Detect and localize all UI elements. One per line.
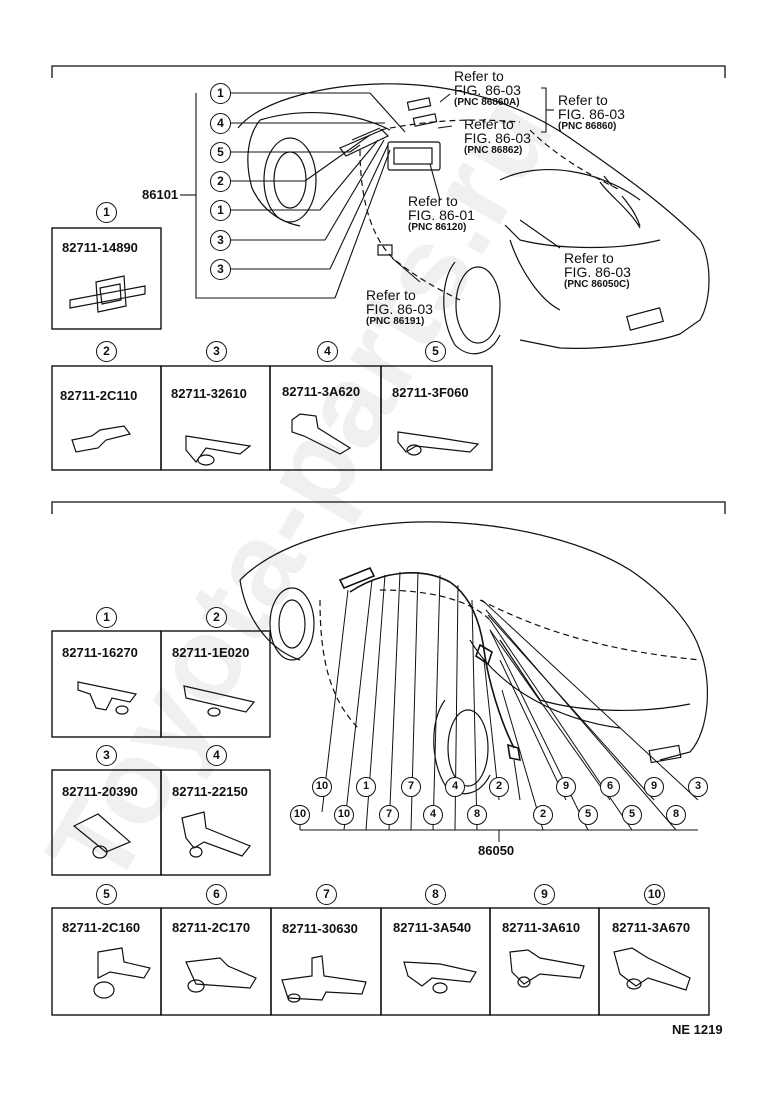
reference-fig: FIG. 86-03 — [454, 82, 521, 98]
upper-part-index-2: 2 — [96, 341, 117, 362]
reference-pnc: (PNC 86860A) — [454, 97, 520, 108]
upper-callout-1: 1 — [210, 83, 231, 104]
lower-part-index-2: 2 — [206, 607, 227, 628]
upper-callout-7: 3 — [210, 259, 231, 280]
lower-callout: 3 — [688, 777, 708, 797]
upper-part-number-3[interactable]: 82711-32610 — [171, 386, 247, 401]
lower-part-index-3: 3 — [96, 745, 117, 766]
reference-86120[interactable]: Refer to FIG. 86-01 (PNC 86120) — [408, 194, 475, 233]
lower-part-index-7: 7 — [316, 884, 337, 905]
reference-86860[interactable]: Refer to FIG. 86-03 (PNC 86860) — [558, 93, 625, 132]
lower-callout: 5 — [578, 805, 598, 825]
reference-refer: Refer to — [464, 116, 514, 132]
reference-pnc: (PNC 86860) — [558, 121, 617, 132]
upper-part-number-4[interactable]: 82711-3A620 — [282, 384, 361, 399]
upper-callout-6: 3 — [210, 230, 231, 251]
lower-callout: 9 — [644, 777, 664, 797]
lower-frame-bracket — [51, 501, 726, 514]
lower-part-number-10[interactable]: 82711-3A670 — [612, 920, 691, 935]
lower-part-boxes — [51, 630, 710, 1016]
lower-callout: 2 — [489, 777, 509, 797]
lower-part-number-2[interactable]: 82711-1E020 — [172, 645, 250, 660]
lower-part-number-4[interactable]: 82711-22150 — [172, 784, 248, 799]
lower-part-number-7[interactable]: 82711-30630 — [282, 921, 358, 936]
reference-86050c[interactable]: Refer to FIG. 86-03 (PNC 86050C) — [564, 251, 631, 290]
reference-86862[interactable]: Refer to FIG. 86-03 (PNC 86862) — [464, 117, 531, 156]
lower-callout: 6 — [600, 777, 620, 797]
lower-callout: 9 — [556, 777, 576, 797]
lower-callout: 7 — [401, 777, 421, 797]
reference-pnc: (PNC 86050C) — [564, 279, 630, 290]
lower-part-index-5: 5 — [96, 884, 117, 905]
reference-fig: FIG. 86-03 — [464, 130, 531, 146]
lower-part-index-10: 10 — [644, 884, 665, 905]
lower-part-index-1: 1 — [96, 607, 117, 628]
upper-callout-4: 2 — [210, 171, 231, 192]
lower-leader-lines — [299, 571, 699, 842]
upper-assembly-number: 86101 — [142, 187, 179, 202]
lower-part-sketches — [72, 681, 691, 1003]
lower-part-number-3[interactable]: 82711-20390 — [62, 784, 138, 799]
reference-refer: Refer to — [564, 250, 614, 266]
lower-part-index-4: 4 — [206, 745, 227, 766]
lower-part-number-5[interactable]: 82711-2C160 — [62, 920, 141, 935]
lower-assembly-number: 86050 — [478, 843, 515, 858]
lower-callout: 10 — [290, 805, 310, 825]
lower-callout: 5 — [622, 805, 642, 825]
upper-part-index-5: 5 — [425, 341, 446, 362]
reference-fig: FIG. 86-03 — [564, 264, 631, 280]
upper-part-number-2[interactable]: 82711-2C110 — [60, 388, 138, 403]
reference-86191[interactable]: Refer to FIG. 86-03 (PNC 86191) — [366, 288, 433, 327]
lower-part-number-1[interactable]: 82711-16270 — [62, 645, 138, 660]
upper-part-sketches — [69, 275, 480, 466]
lower-callout: 10 — [334, 805, 354, 825]
upper-callout-5: 1 — [210, 200, 231, 221]
upper-part-index-4: 4 — [317, 341, 338, 362]
upper-part-index-1: 1 — [96, 202, 117, 223]
upper-callout-2: 4 — [210, 113, 231, 134]
upper-part-number-5[interactable]: 82711-3F060 — [392, 385, 469, 400]
lower-callout: 1 — [356, 777, 376, 797]
reference-pnc: (PNC 86191) — [366, 316, 425, 327]
lower-callout: 8 — [467, 805, 487, 825]
lower-callout: 7 — [379, 805, 399, 825]
lower-part-number-9[interactable]: 82711-3A610 — [502, 920, 581, 935]
page-code: NE 1219 — [672, 1022, 723, 1037]
lower-part-index-9: 9 — [534, 884, 555, 905]
reference-refer: Refer to — [408, 193, 458, 209]
reference-86860a[interactable]: Refer to FIG. 86-03 (PNC 86860A) — [454, 69, 521, 108]
lower-callout: 10 — [312, 777, 332, 797]
lower-part-index-8: 8 — [425, 884, 446, 905]
upper-part-number-1[interactable]: 82711-14890 — [62, 240, 138, 255]
upper-part-boxes — [51, 227, 493, 471]
upper-frame-bracket — [51, 65, 726, 78]
upper-part-index-3: 3 — [206, 341, 227, 362]
lower-harness — [338, 566, 521, 762]
reference-fig: FIG. 86-03 — [366, 301, 433, 317]
reference-refer: Refer to — [454, 68, 504, 84]
upper-callout-3: 5 — [210, 142, 231, 163]
lower-callout: 2 — [533, 805, 553, 825]
reference-pnc: (PNC 86120) — [408, 222, 467, 233]
reference-fig: FIG. 86-03 — [558, 106, 625, 122]
lower-part-number-6[interactable]: 82711-2C170 — [172, 920, 251, 935]
reference-refer: Refer to — [558, 92, 608, 108]
upper-car-drawing — [237, 83, 710, 355]
lower-part-number-8[interactable]: 82711-3A540 — [393, 920, 472, 935]
reference-pnc: (PNC 86862) — [464, 145, 523, 156]
lower-part-index-6: 6 — [206, 884, 227, 905]
reference-refer: Refer to — [366, 287, 416, 303]
upper-leader-lines — [180, 87, 561, 299]
lower-callout: 8 — [666, 805, 686, 825]
lower-callout: 4 — [445, 777, 465, 797]
lower-callout: 4 — [423, 805, 443, 825]
reference-fig: FIG. 86-01 — [408, 207, 475, 223]
